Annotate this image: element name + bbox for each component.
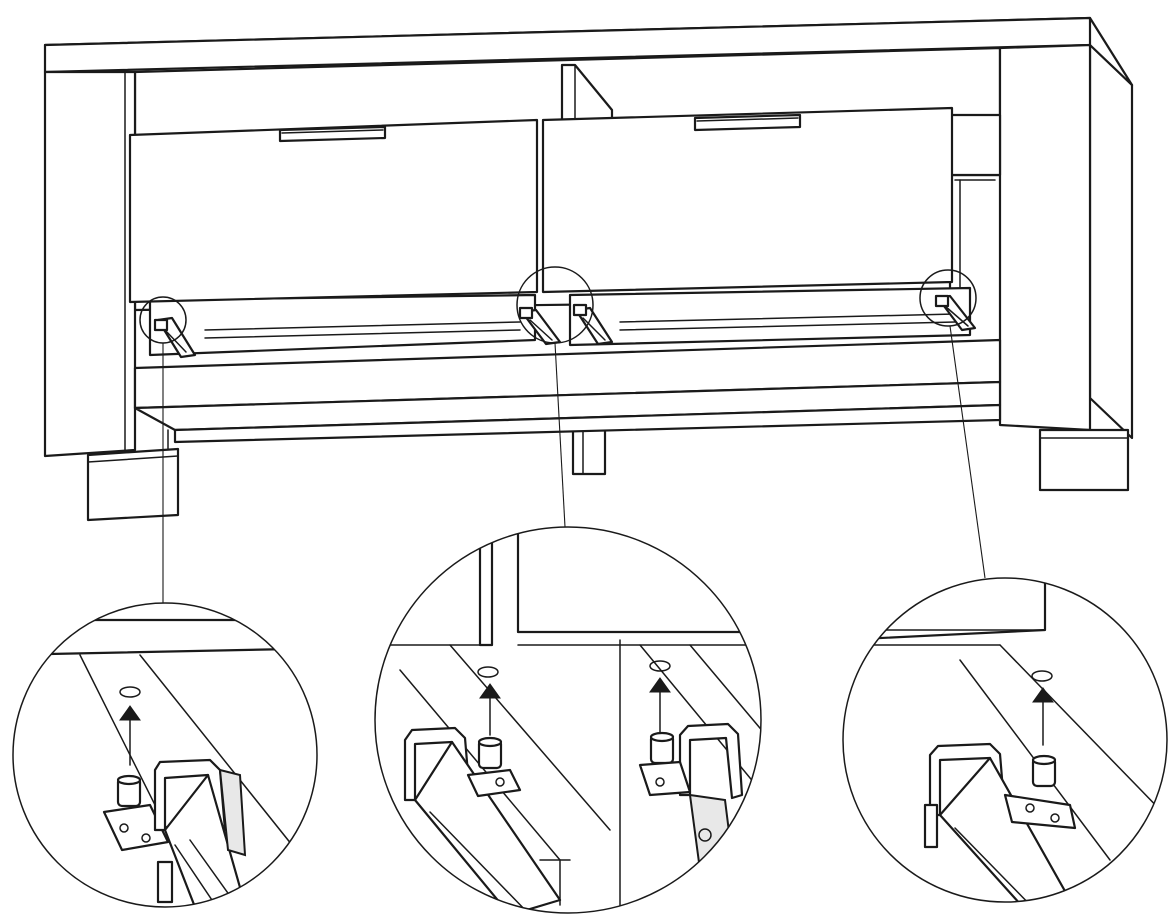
rail-pin <box>649 731 675 765</box>
right-leg <box>998 43 1133 492</box>
right-drawer-front <box>541 106 954 294</box>
left-drawer-front <box>128 118 539 304</box>
center-rails-detail <box>374 526 762 914</box>
arrow-up-icon <box>119 705 141 766</box>
right-rail-detail <box>842 577 1168 903</box>
rail-pin <box>1031 754 1057 788</box>
magnifier-circle-icon <box>919 269 977 327</box>
left-rail-detail <box>12 602 318 908</box>
leader-lines <box>162 325 986 603</box>
rail-pin <box>477 736 503 770</box>
right-drawer-handle <box>693 113 802 132</box>
left-drawer-handle <box>278 125 387 143</box>
arrow-up-icon <box>479 683 501 736</box>
arrow-up-icon <box>1032 687 1054 746</box>
cabinet <box>43 16 1134 522</box>
left-leg <box>43 70 180 522</box>
right-side-panel <box>1088 43 1134 440</box>
arrow-up-icon <box>649 677 671 734</box>
rail-hardware <box>153 294 977 359</box>
bottom-rail <box>133 338 1002 444</box>
rail-pin <box>116 774 142 808</box>
